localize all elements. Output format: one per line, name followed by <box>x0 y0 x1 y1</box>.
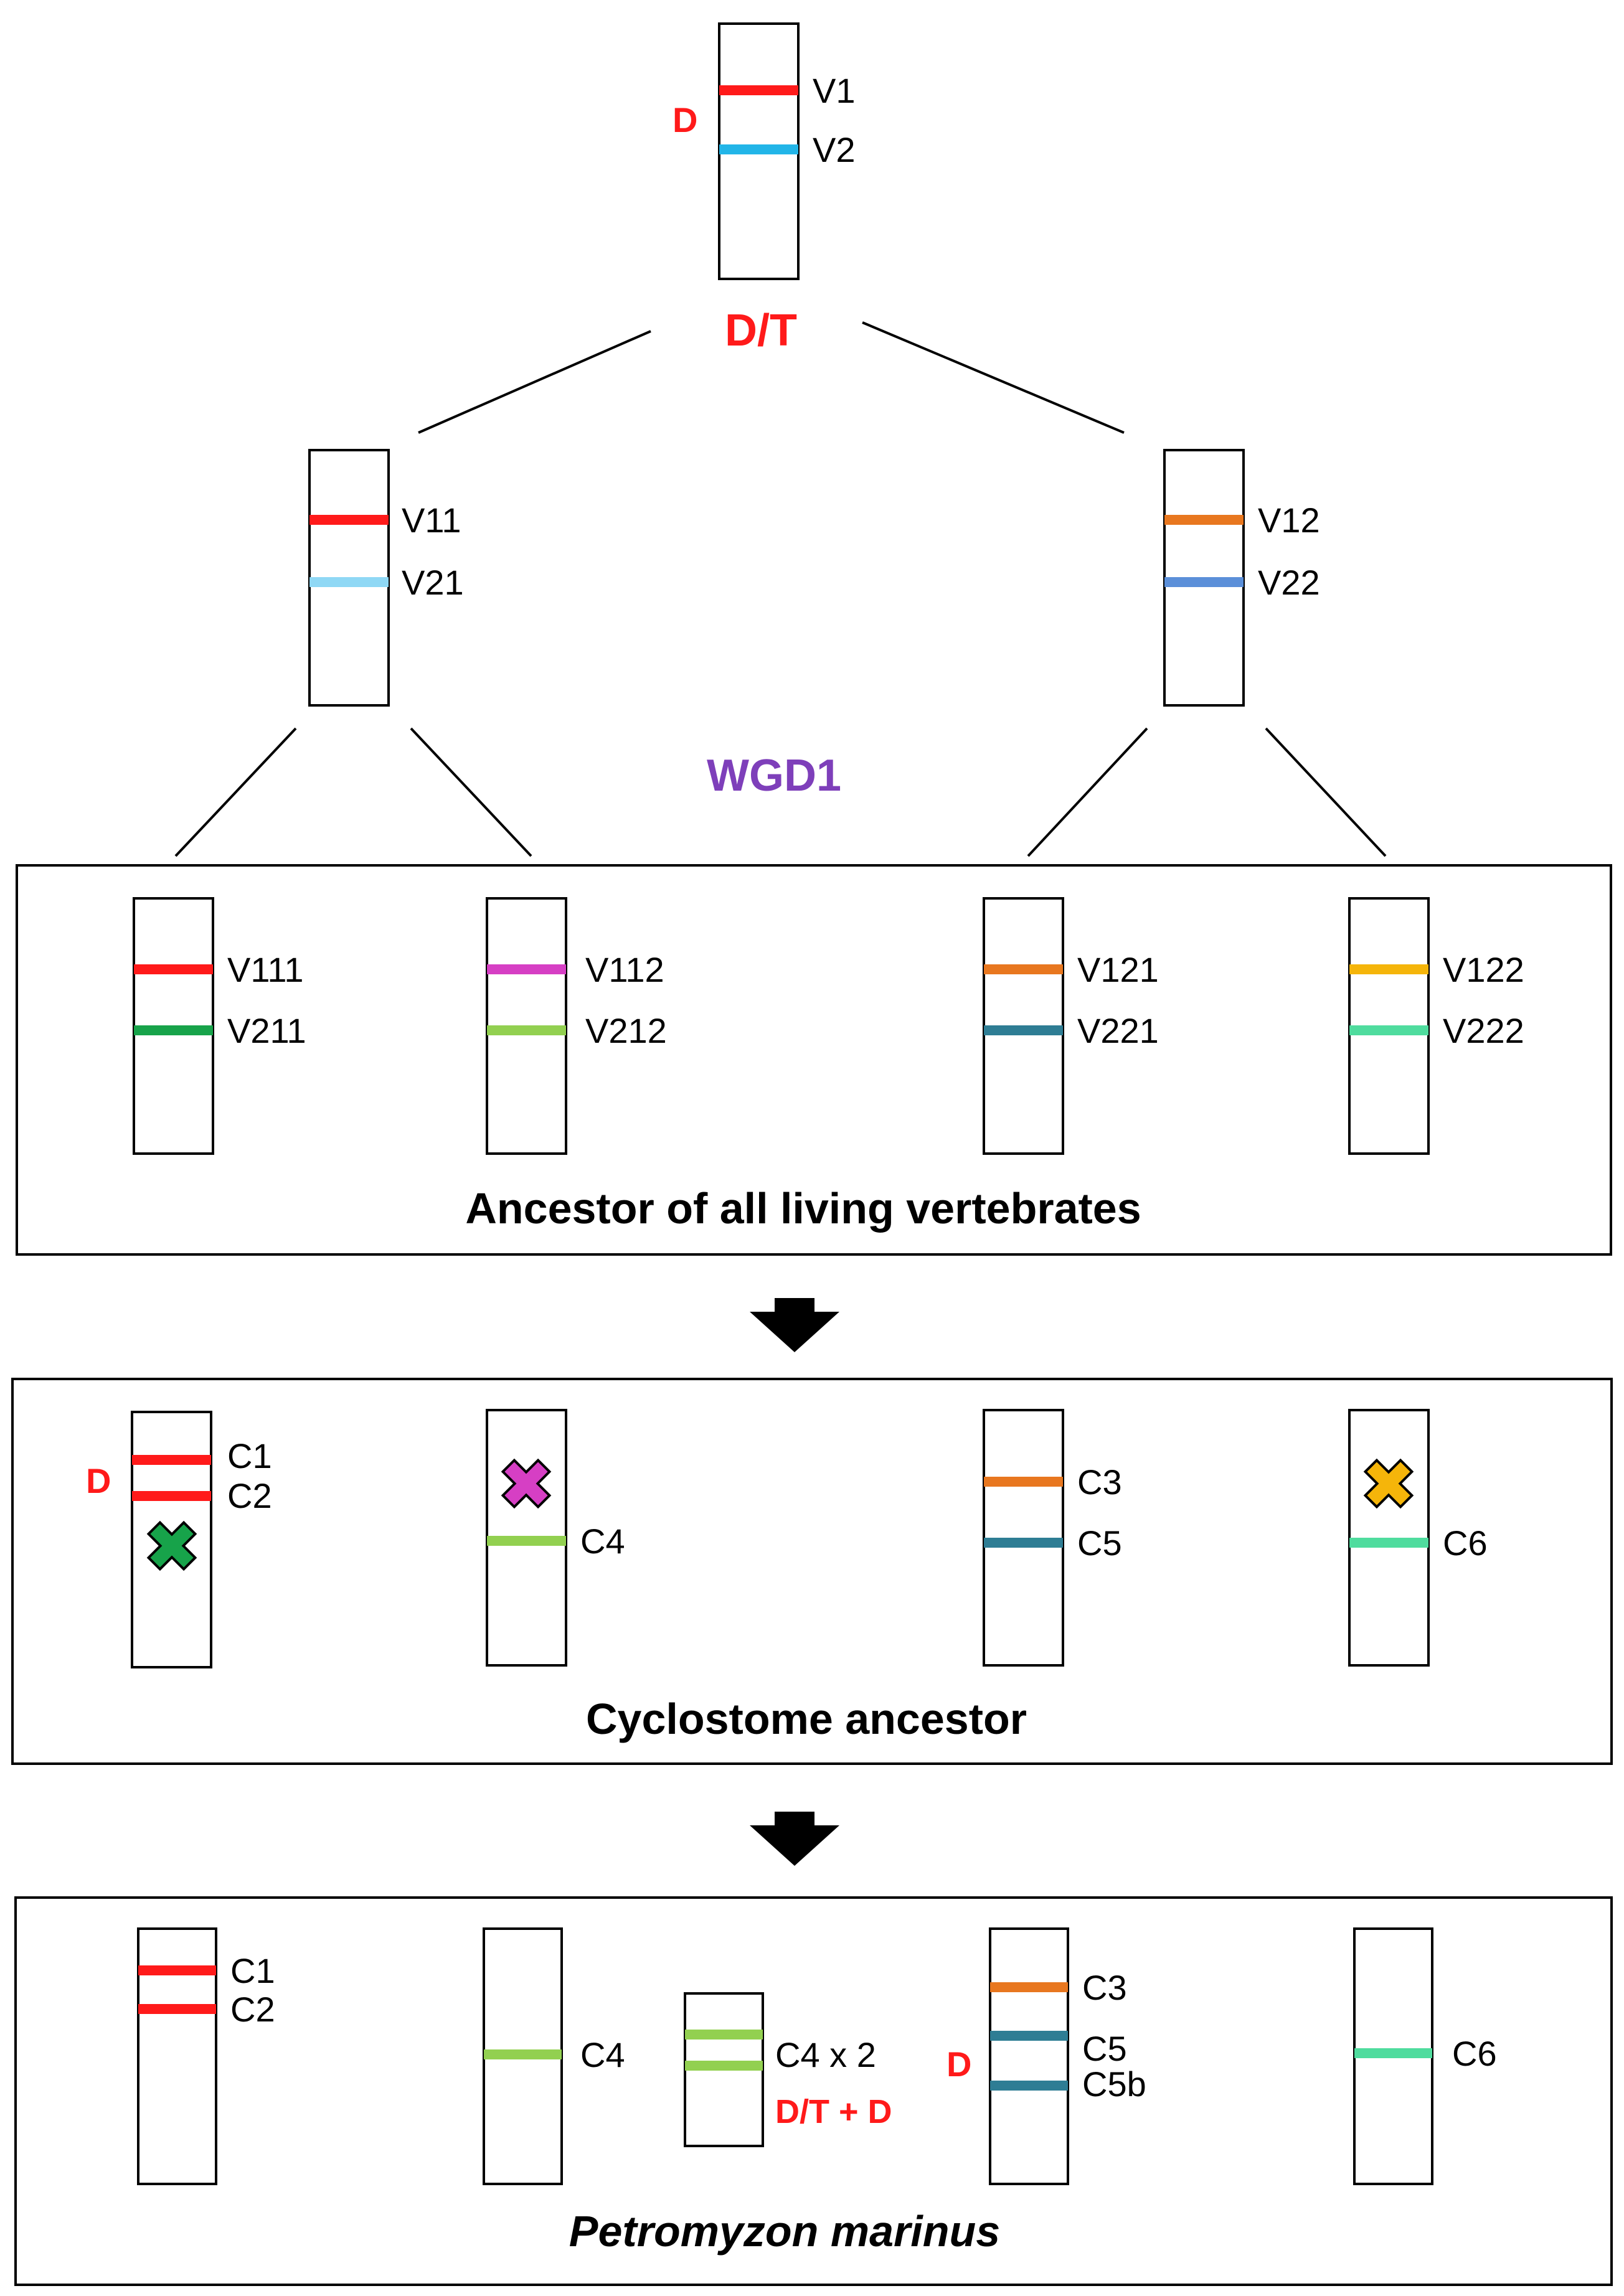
gene-label-v21: V21 <box>402 563 464 602</box>
gene-label-v212: V212 <box>585 1011 667 1050</box>
gene-label-v22: V22 <box>1258 563 1320 602</box>
panel-title: Ancestor of all living vertebrates <box>465 1184 1141 1233</box>
gene-label-c1: C1 <box>230 1951 275 1990</box>
gene-label-c2: C2 <box>230 1990 275 2029</box>
gene-label-v121: V121 <box>1077 950 1159 989</box>
gene-label-v221: V221 <box>1077 1011 1159 1050</box>
gene-label-c5b: C5b <box>1082 2064 1146 2104</box>
gene-label-c4: C4 <box>580 2035 625 2074</box>
panel-frame <box>11 1378 1613 1765</box>
connector-root-left <box>418 330 651 434</box>
gene-label-c5: C5 <box>1077 1523 1122 1563</box>
wgd-label: WGD1 <box>707 751 841 801</box>
connector-v2-right <box>1265 727 1387 857</box>
event-label-dtd: D/T + D <box>775 2093 892 2130</box>
gene-label-c6: C6 <box>1443 1523 1488 1563</box>
gene-label-c6: C6 <box>1452 2034 1497 2073</box>
gene-label-c1: C1 <box>227 1436 272 1475</box>
connector-v2-left <box>1027 727 1148 857</box>
down-arrow-icon <box>750 1298 839 1352</box>
panel-title: Petromyzon marinus <box>569 2207 1000 2256</box>
duplication-mark: D <box>86 1461 111 1500</box>
gene-label-c2: C2 <box>227 1476 272 1515</box>
chromosome-outline <box>989 1927 1069 2185</box>
cross-icon <box>1363 1458 1414 1509</box>
panel-cyclostome: C1 C2 D C4 C3 C5 C6 Cyclostome ancestor <box>11 1378 1613 1765</box>
connector-root-right <box>862 321 1125 434</box>
event-label-dt: D/T <box>725 306 797 355</box>
duplication-mark: D <box>947 2044 971 2084</box>
connector-v1-right <box>410 727 532 857</box>
cross-icon <box>146 1520 197 1571</box>
gene-label-v112: V112 <box>585 950 664 989</box>
tree-connectors <box>174 321 1387 857</box>
connector-v1-left <box>174 727 297 857</box>
duplication-mark: D <box>673 100 697 139</box>
down-arrow-icon <box>750 1812 839 1866</box>
chromosome-level1-right: V12 V22 <box>1163 449 1320 707</box>
gene-label-c5: C5 <box>1082 2029 1127 2068</box>
panel-frame <box>14 1896 1613 2286</box>
gene-label-v222: V222 <box>1443 1011 1524 1050</box>
gene-label-c3: C3 <box>1082 1968 1127 2007</box>
chromosome-level1-left: V11 V21 <box>308 449 464 707</box>
panel-ancestor: V111 V211 V112 V212 V121 V221 V122 V222 … <box>16 864 1612 1256</box>
gene-label-c3: C3 <box>1077 1462 1122 1502</box>
panel-lamprey: C1 C2 C4 C4 x 2 D/T + D C3 C5 C5b D C6 P… <box>14 1896 1613 2286</box>
gene-label-c4x2: C4 x 2 <box>775 2035 876 2074</box>
gene-label-v2: V2 <box>813 130 856 169</box>
gene-label-v122: V122 <box>1443 950 1524 989</box>
panel-frame <box>16 864 1612 1256</box>
chromosome-root: V1 V2 D <box>673 22 856 280</box>
gene-label-v111: V111 <box>227 950 303 989</box>
gene-label-v211: V211 <box>227 1011 306 1050</box>
gene-label-v12: V12 <box>1258 501 1320 540</box>
gene-label-v11: V11 <box>402 501 461 540</box>
gene-label-v1: V1 <box>813 71 856 110</box>
panel-title: Cyclostome ancestor <box>586 1695 1027 1743</box>
gene-label-c4: C4 <box>580 1522 625 1561</box>
cross-icon <box>501 1458 552 1509</box>
